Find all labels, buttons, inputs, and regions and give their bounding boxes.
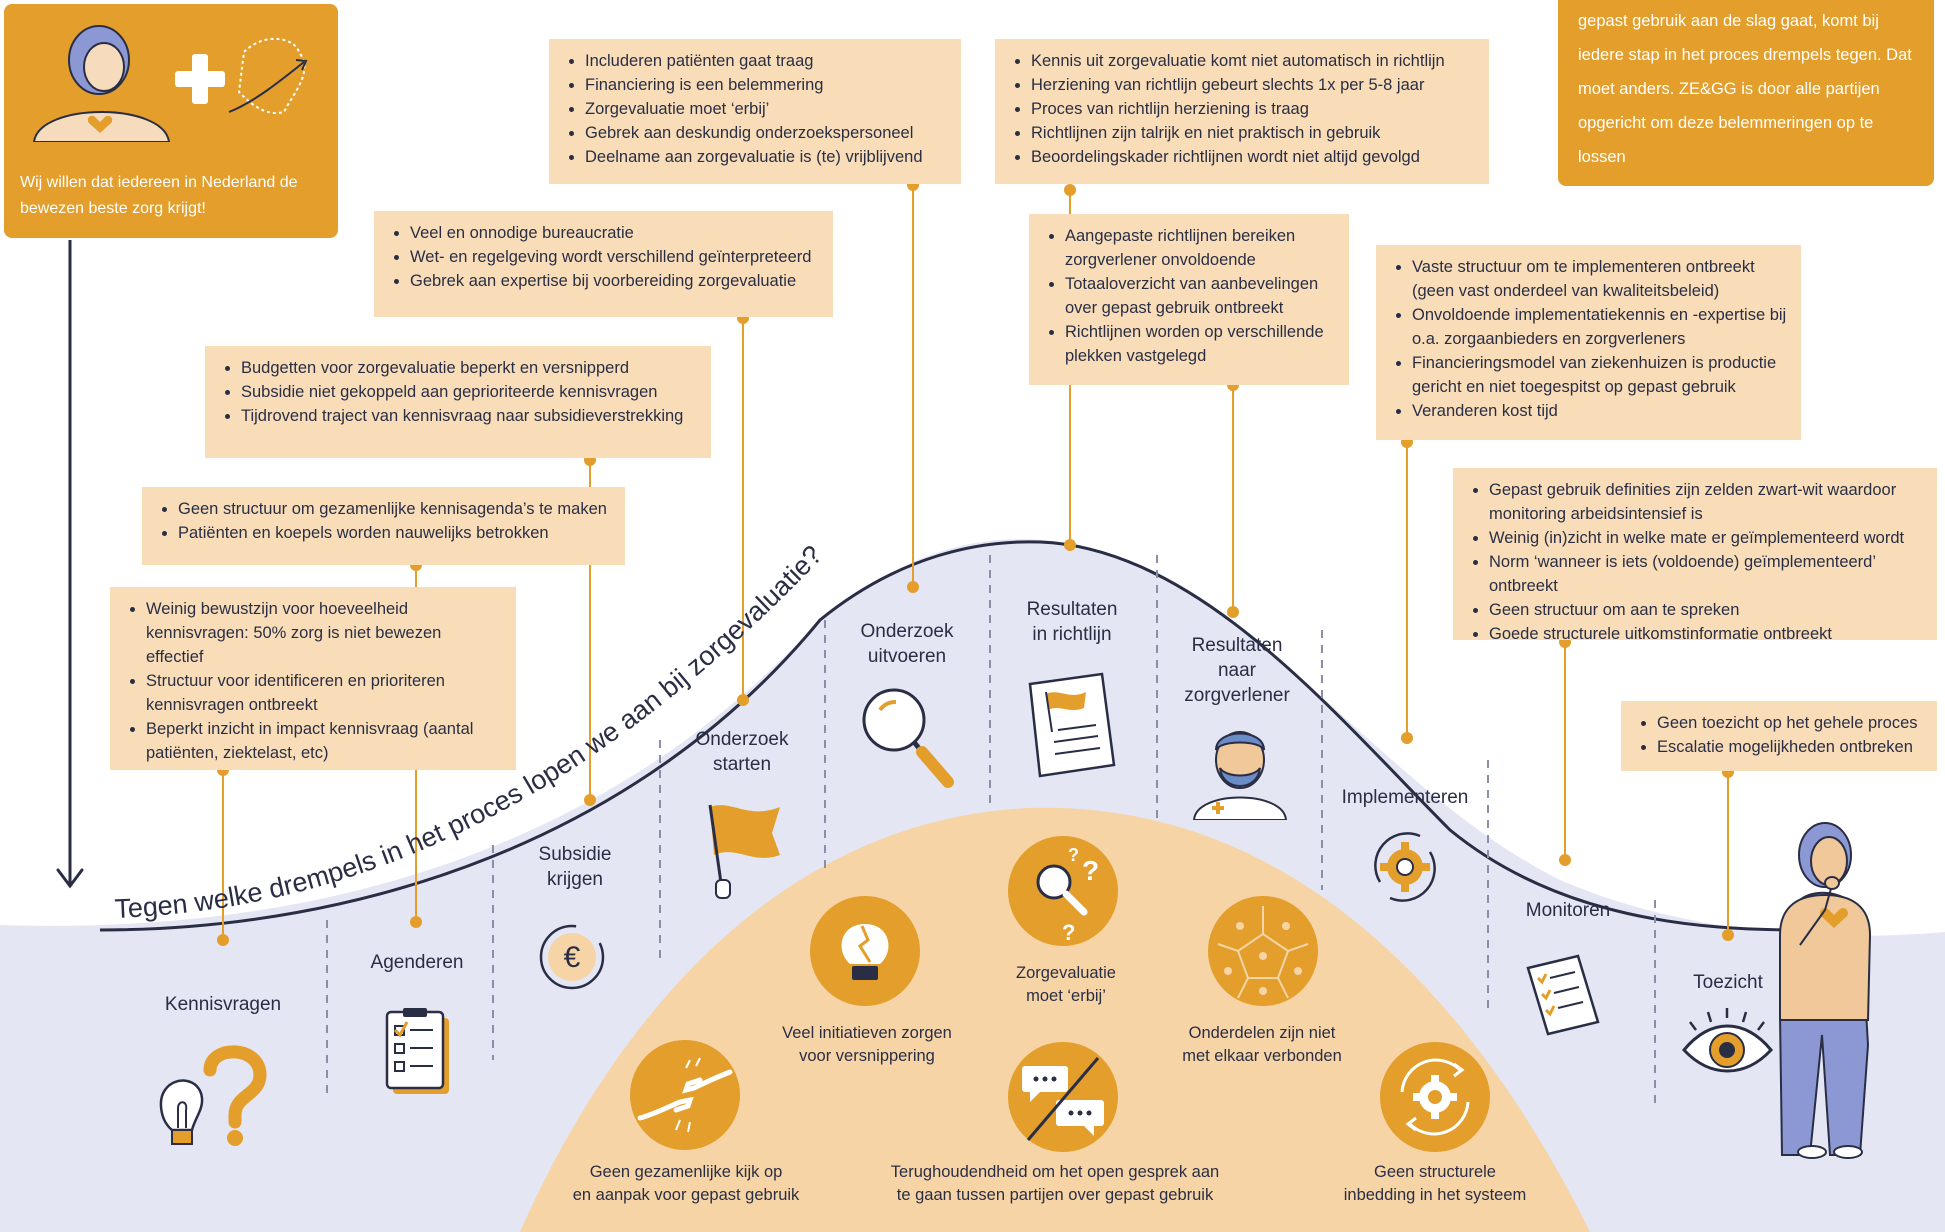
barrier-label-inbedding: Geen structurele inbedding in het systee… [1343,1163,1527,1204]
svg-text:?: ? [1068,845,1079,865]
checklist-icon [1526,954,1600,1036]
bullet-item: Beperkt inzicht in impact kennisvraag (a… [146,717,502,765]
bullet-item: Onvoldoende implementatiekennis en -expe… [1412,303,1787,351]
document-flag-icon [1028,672,1116,778]
box-kennisvragen: Weinig bewustzijn voor hoeveelheid kenni… [110,587,516,770]
euro-coin-icon: € [539,924,605,990]
bullet-item: Includeren patiënten gaat traag [585,49,947,73]
stage-label-resultaten-zorgverlener: Resultaten naar zorgverlener [1184,635,1290,706]
bullet-item: Deelname aan zorgevaluatie is (te) vrijb… [585,145,947,169]
bullet-item: Structuur voor identificeren en priorite… [146,669,502,717]
bullet-item: Financiering is een belemmering [585,73,947,97]
magnifier-icon [862,688,954,788]
barrier-label-gezamenlijke-kijk: Geen gezamenlijke kijk op en aanpak voor… [572,1163,800,1204]
stage-label-onderzoek-uitvoeren: Onderzoek uitvoeren [860,621,954,667]
stage-label-kennisvragen: Kennisvragen [164,994,282,1015]
bullet-item: Gebrek aan deskundig onderzoekspersoneel [585,121,947,145]
lightbulb-question-icon [159,1045,267,1146]
box-resultaten-zorgverlener: Aangepaste richtlijnen bereiken zorgverl… [1029,214,1349,385]
stage-label-monitoren: Monitoren [1525,900,1611,921]
bullet-item: Aangepaste richtlijnen bereiken zorgverl… [1065,224,1335,272]
hands-reaching-icon [630,1040,740,1150]
bullet-item: Escalatie mogelijkheden ontbreken [1657,735,1923,759]
puzzle-network-icon [1208,896,1318,1006]
stage-label-implementeren: Implementeren [1341,787,1469,808]
orange-hill [520,807,1590,1232]
bullet-item: Weinig bewustzijn voor hoeveelheid kenni… [146,597,502,669]
process-curve [99,540,1801,932]
barrier-label-verbonden: Onderdelen zijn niet met elkaar verbonde… [1182,1024,1342,1065]
box-onderzoek-starten: Veel en onnodige bureaucratieWet- en reg… [374,211,833,317]
doctor-icon [1192,731,1288,820]
bullet-item: Norm ‘wanneer is iets (voldoende) geïmpl… [1489,550,1923,598]
bullet-item: Richtlijnen zijn talrijk en niet praktis… [1031,121,1475,145]
bullet-item: Tijdrovend traject van kennisvraag naar … [241,404,697,428]
blocked-chat-icon [1008,1042,1118,1152]
eye-icon [1682,1008,1773,1073]
stage-label-resultaten-richtlijn: Resultaten in richtlijn [1026,599,1118,645]
stage-label-agenderen: Agenderen [370,952,464,973]
intro-text: Wij willen dat iedereen in Nederland de … [20,174,298,217]
intro-panel: Wij willen dat iedereen in Nederland de … [4,4,338,238]
flag-icon [708,804,780,899]
bullet-item: Subsidie niet gekoppeld aan geprioriteer… [241,380,697,404]
bullet-item: Totaaloverzicht van aanbevelingen over g… [1065,272,1335,320]
stage-label-subsidie: Subsidie krijgen [538,844,612,890]
box-monitoren: Gepast gebruik definities zijn zelden zw… [1453,468,1937,643]
box-implementeren: Vaste structuur om te implementeren ontb… [1376,245,1801,440]
bullet-item: Kennis uit zorgevaluatie komt niet autom… [1031,49,1475,73]
bullet-item: Geen structuur om gezamenlijke kennisage… [178,497,611,521]
bullet-item: Herziening van richtlijn gebeurt slechts… [1031,73,1475,97]
person-plus-netherlands-icon [32,25,308,142]
svg-text:?: ? [1062,920,1075,945]
bullet-item: Veranderen kost tijd [1412,399,1787,423]
bullet-item: Richtlijnen worden op verschillende plek… [1065,320,1335,368]
gear-cycle-icon [1374,832,1436,902]
bullet-item: Beoordelingskader richtlijnen wordt niet… [1031,145,1475,169]
mission-panel: gepast gebruik aan de slag gaat, komt bi… [1558,0,1934,186]
box-onderzoek-uitvoeren: Includeren patiënten gaat traagFinancier… [549,39,961,184]
bullet-item: Wet- en regelgeving wordt verschillend g… [410,245,819,269]
barrier-label-terughoudendheid: Terughoudendheid om het open gesprek aan… [890,1163,1220,1204]
left-arrowhead [56,868,84,889]
broken-lightbulb-icon [810,896,920,1006]
bullet-item: Zorgevaluatie moet ‘erbij’ [585,97,947,121]
bullet-item: Gepast gebruik definities zijn zelden zw… [1489,478,1923,526]
box-agenderen: Geen structuur om gezamenlijke kennisage… [142,487,625,565]
bullet-item: Financieringsmodel van ziekenhuizen is p… [1412,351,1787,399]
bullet-item: Vaste structuur om te implementeren ontb… [1412,255,1787,303]
mission-text: gepast gebruik aan de slag gaat, komt bi… [1578,12,1912,166]
bullet-item: Veel en onnodige bureaucratie [410,221,819,245]
thinking-person-illustration [1778,822,1872,1159]
svg-text:?: ? [1082,855,1099,886]
barrier-label-versnippering: Veel initiatieven zorgen voor versnipper… [782,1024,952,1065]
bullet-item: Goede structurele uitkomstinformatie ont… [1489,622,1923,646]
bullet-item: Budgetten voor zorgevaluatie beperkt en … [241,356,697,380]
bullet-item: Proces van richtlijn herziening is traag [1031,97,1475,121]
bullet-item: Geen structuur om aan te spreken [1489,598,1923,622]
box-subsidie: Budgetten voor zorgevaluatie beperkt en … [205,346,711,458]
bullet-item: Patiënten en koepels worden nauwelijks b… [178,521,611,545]
barrier-label-erbij: Zorgevaluatie moet ‘erbij’ [1016,964,1116,1005]
gear-arrows-icon [1380,1042,1490,1152]
box-toezicht: Geen toezicht op het gehele procesEscala… [1621,701,1937,771]
clipboard-checklist-icon [385,1008,449,1094]
stage-label-toezicht: Toezicht [1693,972,1763,993]
bullet-item: Geen toezicht op het gehele proces [1657,711,1923,735]
magnifier-questions-icon: ? ? ? [1008,836,1118,946]
stage-label-onderzoek-starten: Onderzoek starten [695,729,789,775]
box-resultaten-richtlijn: Kennis uit zorgevaluatie komt niet autom… [995,39,1489,184]
svg-text:€: € [564,941,581,974]
bullet-item: Weinig (in)zicht in welke mate er geïmpl… [1489,526,1923,550]
bullet-item: Gebrek aan expertise bij voorbereiding z… [410,269,819,293]
